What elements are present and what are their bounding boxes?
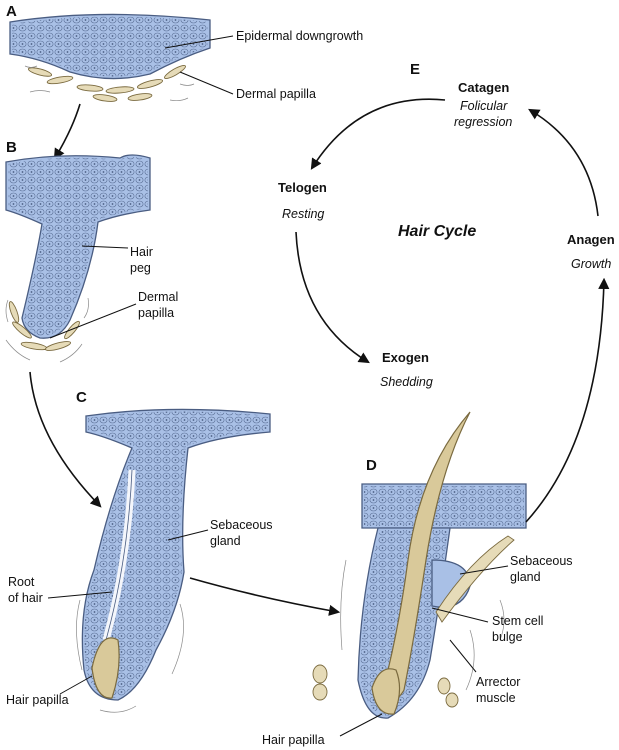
panel-label-b: B (6, 139, 17, 156)
arrow-telogen-to-exogen (295, 231, 370, 364)
panel-b: B Hair peg Dermal papilla (5, 139, 178, 363)
phase-exogen: Exogen (382, 350, 429, 365)
dermal-papilla-cells-b (8, 301, 80, 351)
label-epidermal-downgrowth: Epidermal downgrowth (236, 29, 363, 43)
label-dermal-papilla-b-2: papilla (138, 306, 174, 320)
panel-label-c: C (76, 389, 87, 406)
panel-d: D Sebaceous gland Stem cell bulge Arrect… (262, 411, 573, 747)
arrow-d-to-anagen (525, 277, 610, 523)
label-root-of-hair-2: of hair (8, 591, 43, 605)
label-root-of-hair-1: Root (8, 575, 35, 589)
label-sebaceous-d-1: Sebaceous (510, 554, 573, 568)
label-sebaceous-c-2: gland (210, 534, 241, 548)
exogen-desc: Shedding (380, 375, 433, 389)
label-arrector-1: Arrector (476, 675, 520, 689)
label-hair-papilla-c: Hair papilla (6, 693, 69, 707)
telogen-desc: Resting (282, 207, 324, 221)
phase-telogen: Telogen (278, 180, 327, 195)
panel-label-a: A (6, 3, 17, 20)
panel-e-hair-cycle: E Hair Cycle Catagen Folicular regressio… (278, 61, 615, 523)
panel-label-e: E (410, 61, 420, 78)
catagen-desc-2: regression (454, 115, 512, 129)
label-dermal-papilla-b-1: Dermal (138, 290, 178, 304)
arrow-b-to-c (29, 371, 102, 508)
label-dermal-papilla-a: Dermal papilla (236, 87, 316, 101)
label-sebaceous-c-1: Sebaceous (210, 518, 273, 532)
hair-cycle-title: Hair Cycle (398, 223, 476, 240)
arrow-a-to-b (53, 103, 81, 160)
arrector-muscle-d (435, 535, 515, 623)
hair-papilla-d (371, 668, 401, 715)
arrow-c-to-d (189, 577, 341, 616)
label-stem-cell-1: Stem cell (492, 614, 543, 628)
label-sebaceous-d-2: gland (510, 570, 541, 584)
label-arrector-2: muscle (476, 691, 516, 705)
label-hair-peg-2: peg (130, 261, 151, 275)
anagen-desc: Growth (571, 257, 611, 271)
arrow-anagen-to-catagen (528, 108, 599, 217)
panel-a: A Epidermal downgrowth Dermal papilla (6, 3, 363, 102)
phase-catagen: Catagen (458, 80, 509, 95)
panel-label-d: D (366, 457, 377, 474)
arrow-catagen-to-telogen (310, 98, 446, 170)
panel-c: C Sebaceous gland Root of hair Hair papi… (6, 389, 273, 713)
catagen-desc-1: Folicular (460, 99, 508, 113)
label-hair-peg-1: Hair (130, 245, 153, 259)
dermal-papilla-cells-a (27, 65, 186, 102)
hair-papilla-c (91, 637, 120, 699)
label-hair-papilla-d: Hair papilla (262, 733, 325, 747)
phase-anagen: Anagen (567, 232, 615, 247)
label-stem-cell-2: bulge (492, 630, 523, 644)
